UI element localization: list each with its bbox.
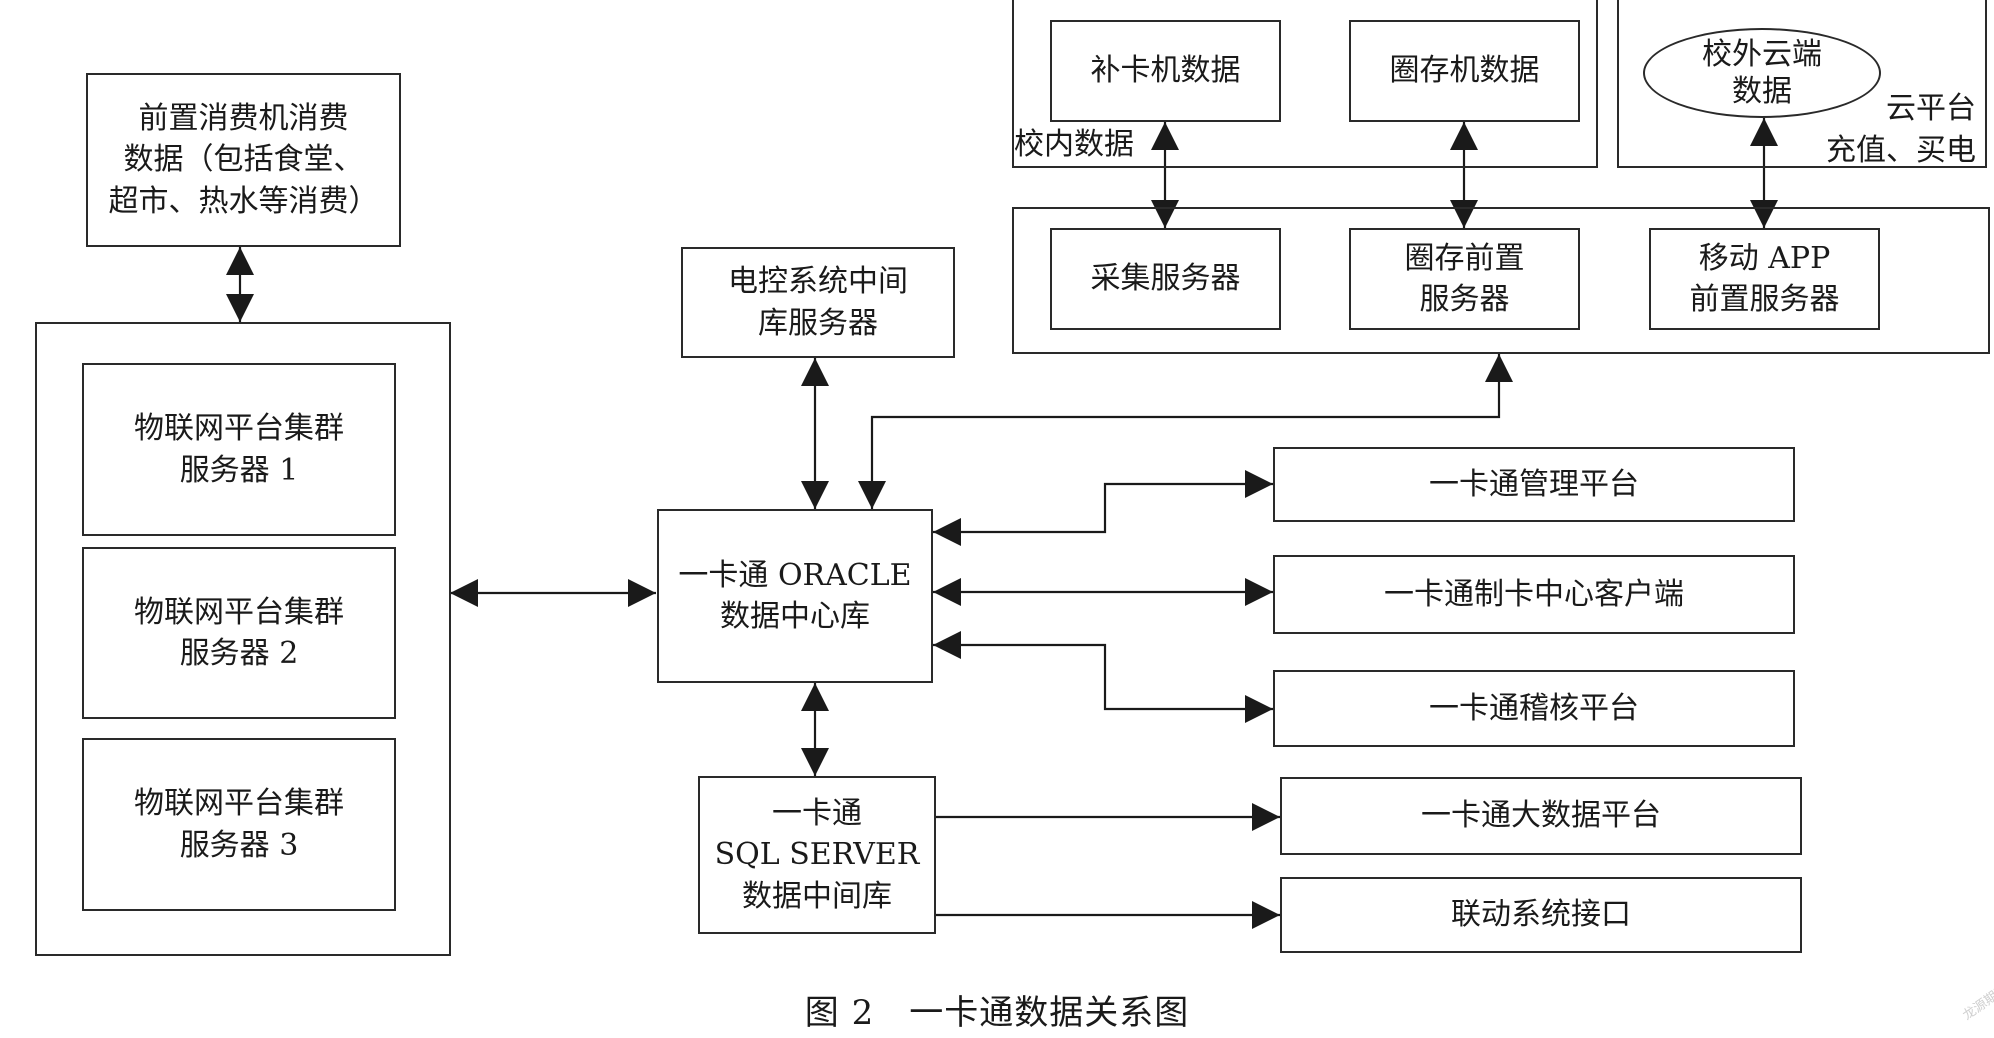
frontend-consumption-box: 前置消费机消费 数据（包括食堂、 超市、热水等消费） xyxy=(86,73,401,247)
linkage-interface: 联动系统接口 xyxy=(1280,877,1802,953)
campus-data-frame xyxy=(1012,0,1598,168)
card-center-client: 一卡通制卡中心客户端 xyxy=(1273,555,1795,634)
circle-machine-data: 圈存机数据 xyxy=(1349,20,1580,122)
electric-control-server: 电控系统中间 库服务器 xyxy=(681,247,955,358)
iot-server-3: 物联网平台集群 服务器 3 xyxy=(82,738,396,911)
front-servers-frame xyxy=(1012,207,1990,354)
iot-server-3-label: 物联网平台集群 服务器 3 xyxy=(134,786,344,863)
collection-server-label: 采集服务器 xyxy=(1090,261,1241,297)
sqlserver-middle-db: 一卡通 SQL SERVER 数据中间库 xyxy=(698,776,936,934)
arrow-oracle-frontservers xyxy=(858,354,1513,509)
circle-front-server-label: 圈存前置 服务器 xyxy=(1404,240,1525,317)
campus-data-label: 校内数据 xyxy=(1014,127,1134,162)
arrow-oracle-audit xyxy=(933,631,1273,723)
off-campus-cloud-data-label: 校外云端 数据 xyxy=(1702,36,1822,110)
big-data-platform: 一卡通大数据平台 xyxy=(1280,777,1802,855)
circle-front-server: 圈存前置 服务器 xyxy=(1349,228,1580,330)
linkage-interface-label: 联动系统接口 xyxy=(1451,897,1631,933)
circle-machine-data-label: 圈存机数据 xyxy=(1389,53,1540,89)
management-platform: 一卡通管理平台 xyxy=(1273,447,1795,522)
card-reissue-data: 补卡机数据 xyxy=(1050,20,1281,122)
audit-platform: 一卡通稽核平台 xyxy=(1273,670,1795,747)
oracle-data-center: 一卡通 ORACLE 数据中心库 xyxy=(657,509,933,683)
mobile-app-front-server: 移动 APP 前置服务器 xyxy=(1649,228,1880,330)
card-reissue-data-label: 补卡机数据 xyxy=(1090,53,1241,89)
figure-caption: 图 2 一卡通数据关系图 xyxy=(804,993,1190,1033)
electric-control-server-label: 电控系统中间 库服务器 xyxy=(728,264,908,341)
iot-server-2: 物联网平台集群 服务器 2 xyxy=(82,547,396,719)
big-data-platform-label: 一卡通大数据平台 xyxy=(1421,798,1661,834)
mobile-app-front-server-label: 移动 APP 前置服务器 xyxy=(1689,240,1840,317)
oracle-data-center-label: 一卡通 ORACLE 数据中心库 xyxy=(678,557,912,634)
cloud-platform-frame xyxy=(1617,0,1987,168)
iot-server-2-label: 物联网平台集群 服务器 2 xyxy=(134,594,344,671)
collection-server: 采集服务器 xyxy=(1050,228,1281,330)
iot-cluster-frame xyxy=(35,322,451,956)
cloud-platform-label: 云平台 充值、买电 xyxy=(1826,91,1976,168)
audit-platform-label: 一卡通稽核平台 xyxy=(1429,690,1639,726)
off-campus-cloud-data: 校外云端 数据 xyxy=(1643,28,1881,118)
frontend-consumption-label: 前置消费机消费 数据（包括食堂、 超市、热水等消费） xyxy=(108,100,379,219)
sqlserver-middle-db-label: 一卡通 SQL SERVER 数据中间库 xyxy=(714,795,920,914)
iot-server-1: 物联网平台集群 服务器 1 xyxy=(82,363,396,536)
arrow-oracle-management xyxy=(933,470,1273,546)
management-platform-label: 一卡通管理平台 xyxy=(1429,466,1639,502)
card-center-client-label: 一卡通制卡中心客户端 xyxy=(1384,576,1684,612)
iot-server-1-label: 物联网平台集群 服务器 1 xyxy=(134,411,344,488)
